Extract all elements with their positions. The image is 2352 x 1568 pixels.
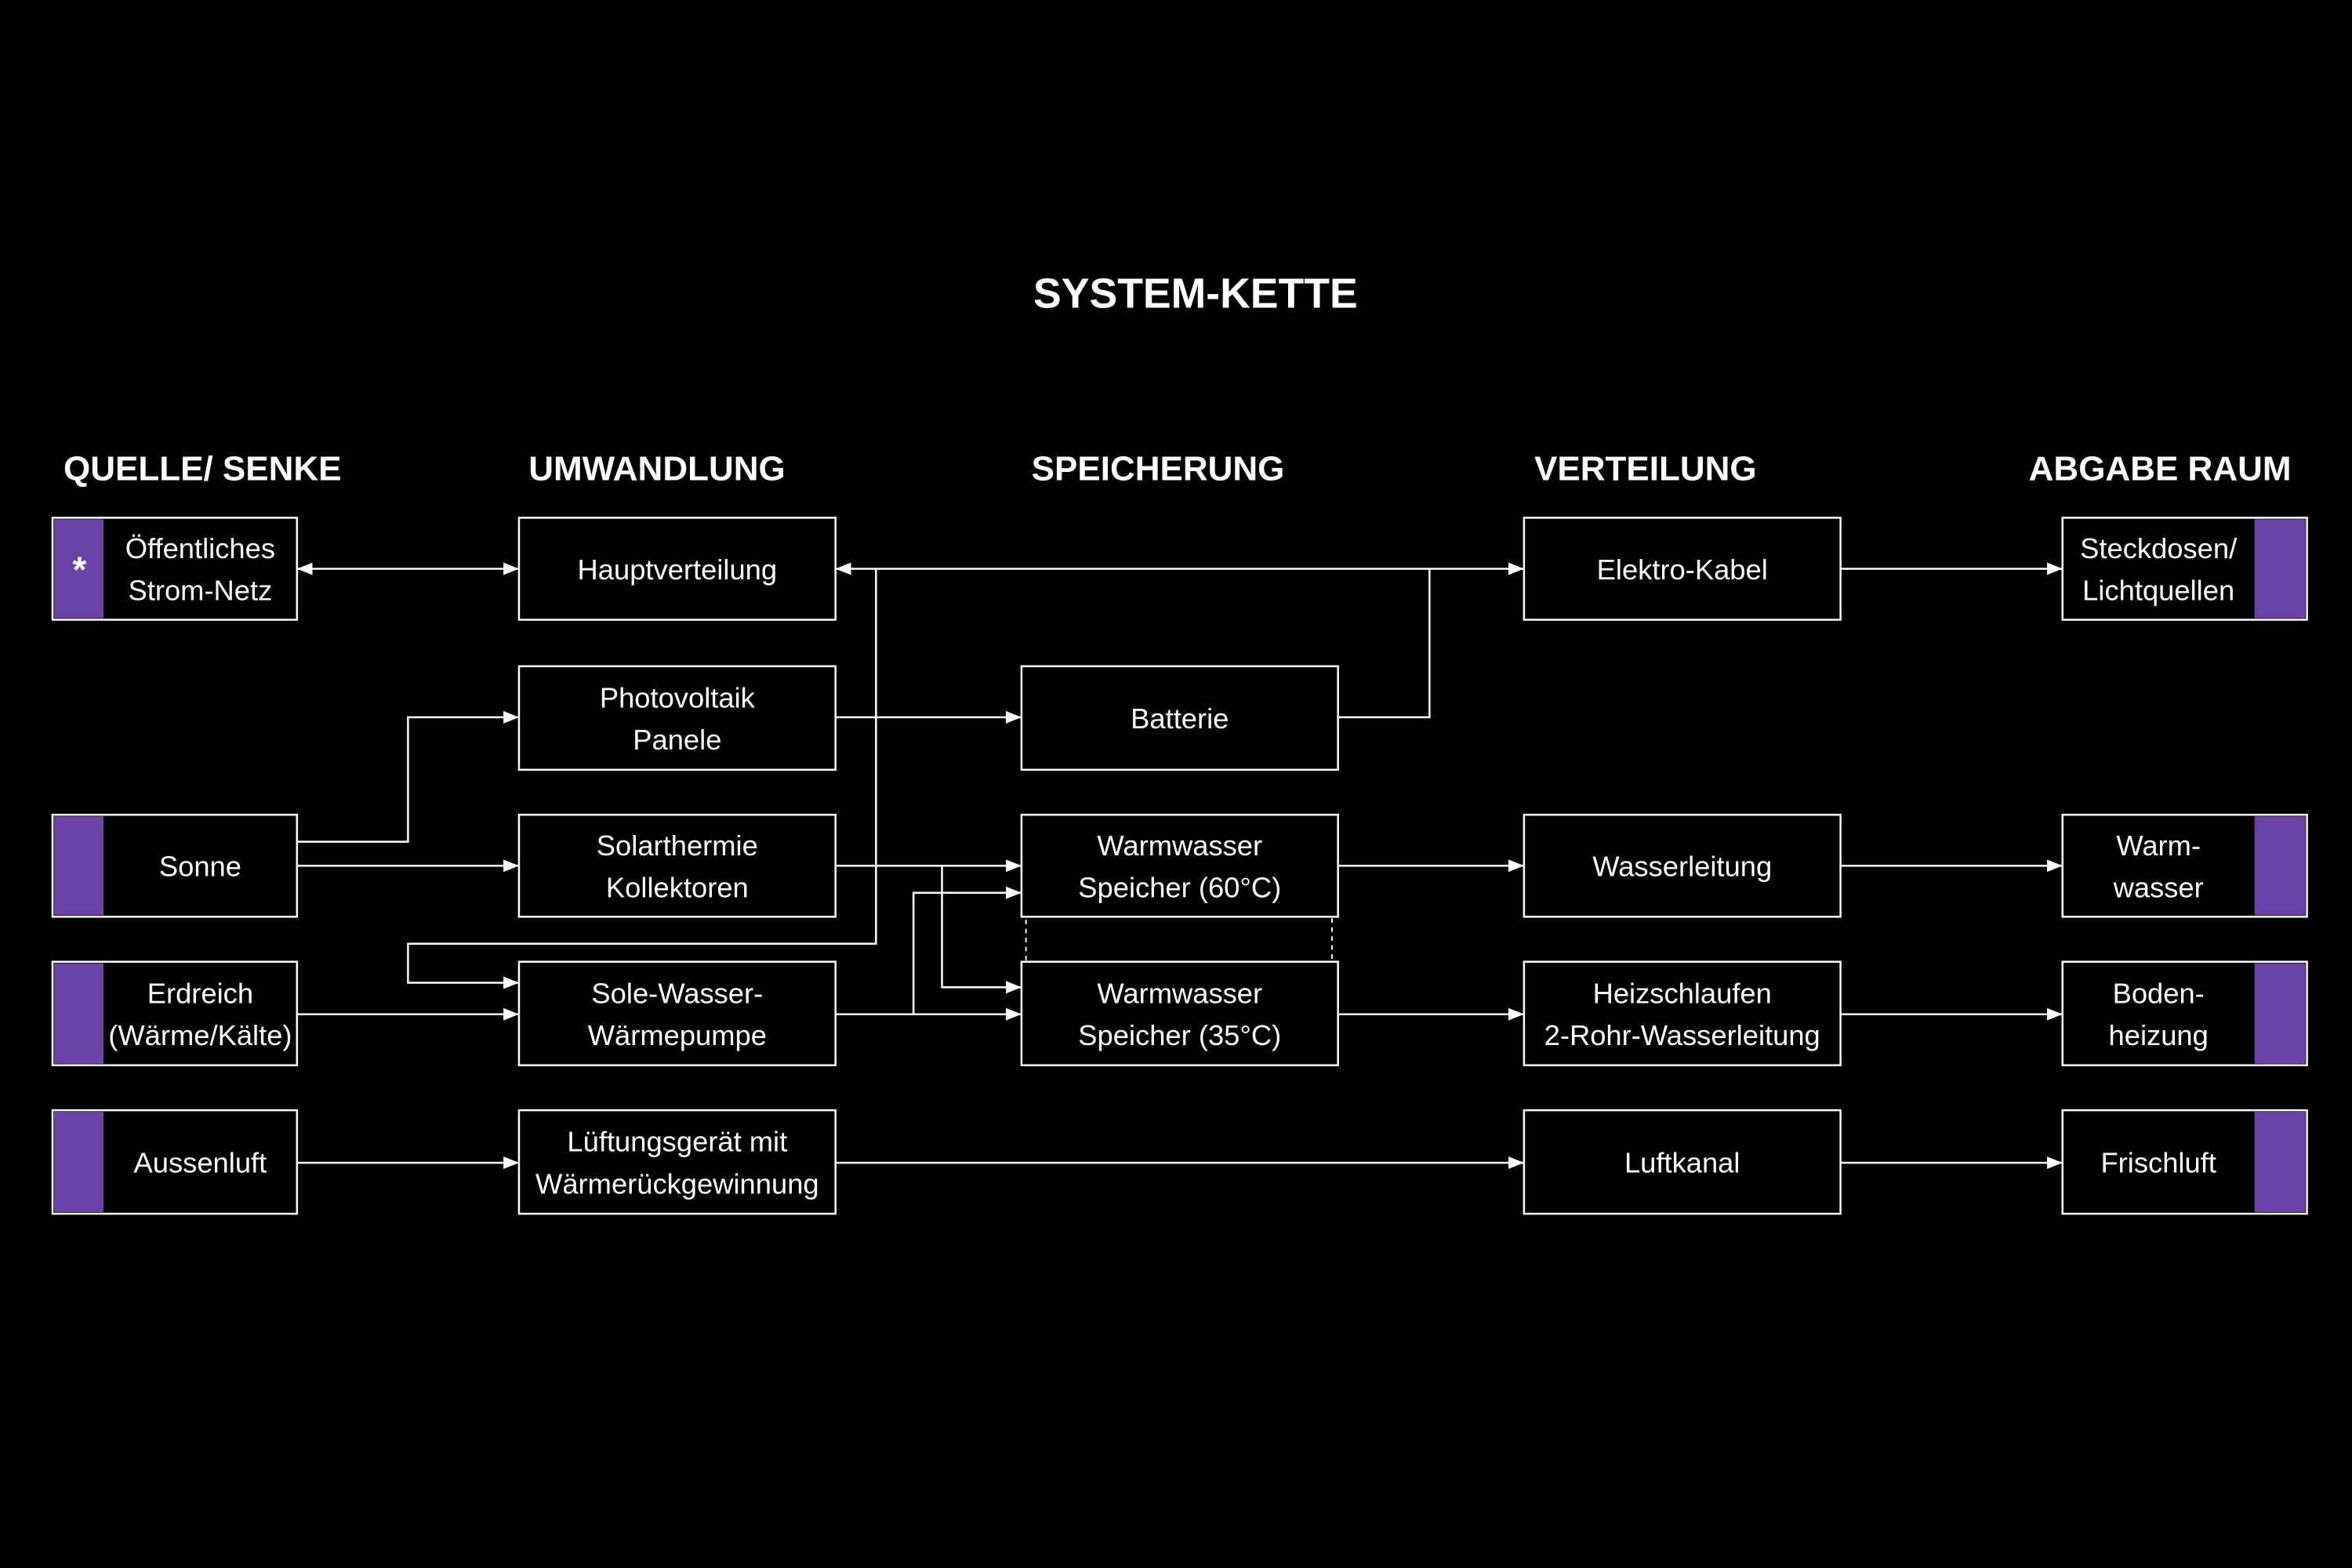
column-header: ABGABE RAUM	[2029, 450, 2292, 488]
node-sonne[interactable]: Sonne	[51, 813, 299, 918]
node-label: 2-Rohr-Wasserleitung	[1544, 1019, 1820, 1051]
node-erdreich[interactable]: Erdreich (Wärme/Kälte)	[51, 960, 299, 1066]
node-batterie[interactable]: Batterie	[1020, 665, 1339, 771]
node-label: Luftkanal	[1624, 1147, 1740, 1179]
node-label: wasser	[2113, 871, 2204, 903]
node-sole[interactable]: Sole-Wasser- Wärmepumpe	[517, 960, 837, 1066]
node-box	[517, 960, 837, 1066]
connector-line	[1338, 568, 1431, 719]
source-marker	[53, 963, 104, 1064]
node-frischluft[interactable]: Frischluft	[2061, 1109, 2308, 1215]
node-haupt[interactable]: Hauptverteilung	[517, 517, 837, 621]
node-label: Steckdosen/	[2080, 532, 2238, 564]
node-steckdosen[interactable]: Steckdosen/Lichtquellen	[2061, 517, 2308, 621]
sink-marker	[2254, 816, 2306, 916]
source-marker	[53, 1112, 104, 1213]
connector-line	[941, 866, 1022, 994]
node-label: heizung	[2109, 1019, 2209, 1051]
node-label: Sole-Wasser-	[591, 977, 763, 1009]
node-label: Warmwasser	[1097, 977, 1262, 1009]
sink-marker	[2254, 1112, 2306, 1213]
node-box	[1523, 960, 1842, 1066]
node-box	[1020, 665, 1339, 771]
diagram-title: SYSTEM-KETTE	[1033, 271, 1358, 318]
node-label: Strom-Netz	[129, 575, 273, 607]
source-marker	[53, 816, 104, 916]
node-elektro[interactable]: Elektro-Kabel	[1523, 517, 1842, 621]
node-label: Wärmerückgewinnung	[535, 1167, 819, 1200]
asterisk-icon: *	[72, 550, 86, 590]
node-boden[interactable]: Boden-heizung	[2061, 960, 2308, 1066]
node-label: Lüftungsgerät mit	[567, 1126, 787, 1158]
node-label: Öffentliches	[125, 532, 275, 564]
node-label: Aussenluft	[134, 1147, 267, 1179]
node-box	[517, 813, 837, 918]
node-label: Hauptverteilung	[578, 554, 778, 586]
column-header: UMWANDLUNG	[528, 450, 786, 488]
node-wasserleitung[interactable]: Wasserleitung	[1523, 813, 1842, 918]
node-label: Speicher (35°C)	[1078, 1019, 1281, 1051]
node-label: Batterie	[1131, 702, 1229, 735]
node-label: Boden-	[2113, 977, 2205, 1009]
node-luftkanal[interactable]: Luftkanal	[1523, 1109, 1842, 1215]
node-label: Wasserleitung	[1592, 851, 1772, 883]
node-label: Speicher (60°C)	[1078, 871, 1281, 903]
node-aussenluft[interactable]: Aussenluft	[51, 1109, 299, 1215]
node-label: Elektro-Kabel	[1597, 554, 1768, 586]
sink-marker	[2254, 519, 2306, 619]
source-marker	[53, 519, 104, 619]
node-label: (Wärme/Kälte)	[108, 1019, 292, 1051]
node-label: Heizschlaufen	[1593, 977, 1772, 1009]
node-box	[517, 1109, 837, 1215]
node-label: Solarthermie	[597, 829, 758, 862]
connector-line	[407, 568, 877, 989]
column-header: VERTEILUNG	[1534, 450, 1757, 488]
node-warmwasser[interactable]: Warm-wasser	[2061, 813, 2308, 918]
node-box	[517, 665, 837, 771]
node-box	[1020, 813, 1339, 918]
column-header: SPEICHERUNG	[1032, 450, 1285, 488]
node-label: Panele	[633, 724, 721, 756]
node-label: Kollektoren	[606, 871, 749, 903]
node-label: Sonne	[159, 851, 241, 883]
node-label: Wärmepumpe	[588, 1019, 767, 1051]
column-header: QUELLE/ SENKE	[64, 450, 342, 488]
node-heiz[interactable]: Heizschlaufen 2-Rohr-Wasserleitung	[1523, 960, 1842, 1066]
connector-line	[912, 886, 1022, 1014]
node-label: Warmwasser	[1097, 829, 1262, 862]
node-label: Erdreich	[147, 977, 253, 1009]
node-label: Lichtquellen	[2082, 575, 2234, 607]
connector-line	[296, 710, 519, 843]
node-box	[1020, 960, 1339, 1066]
sink-marker	[2254, 963, 2306, 1064]
node-box	[1523, 813, 1842, 918]
node-label: Frischluft	[2100, 1147, 2216, 1179]
node-box	[517, 517, 837, 621]
node-label: Photovoltaik	[600, 681, 756, 713]
node-box	[1523, 1109, 1842, 1215]
node-box	[1523, 517, 1842, 621]
node-label: Warm-	[2116, 829, 2201, 862]
